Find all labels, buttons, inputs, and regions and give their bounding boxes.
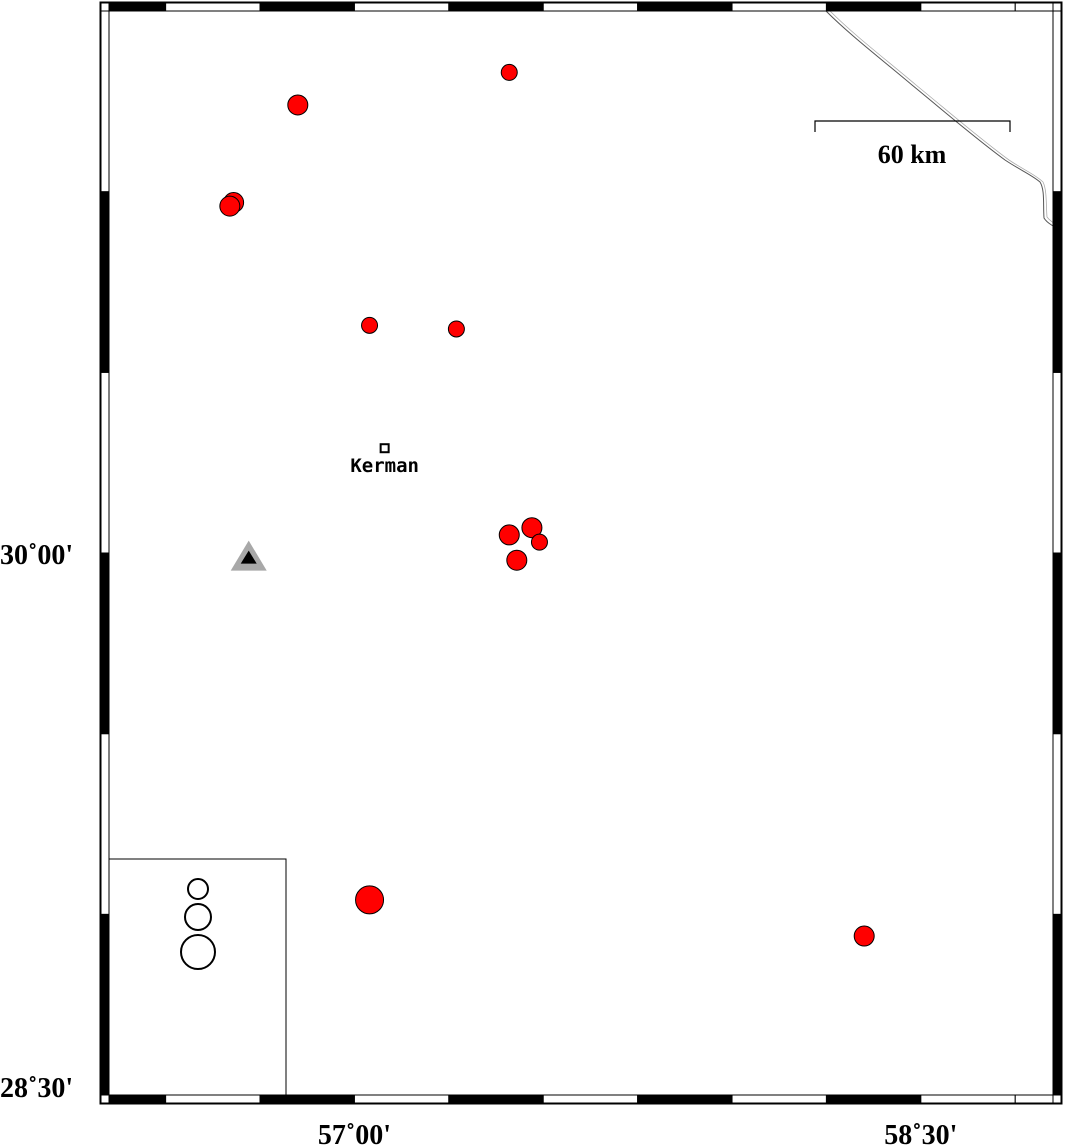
axis-tick-labels: 57˚00' 58˚30' 30˚00' 28˚30' bbox=[0, 540, 957, 1145]
frame-segment-top bbox=[542, 2, 639, 12]
city-marker-icon bbox=[379, 443, 390, 454]
earthquake-event bbox=[530, 533, 548, 551]
legend-circles bbox=[180, 878, 216, 970]
frame-segment-top bbox=[108, 2, 167, 12]
legend-circle-medium bbox=[184, 903, 212, 931]
scale-bar: 60 km bbox=[814, 120, 1011, 169]
frame-segment-left bbox=[100, 733, 110, 915]
frame-segment-bottom bbox=[920, 1094, 1016, 1104]
earthquake-event bbox=[361, 316, 379, 334]
earthquake-event bbox=[521, 517, 543, 539]
frame-segment-bottom bbox=[637, 1094, 733, 1104]
earthquake-event bbox=[506, 549, 528, 571]
frame-segment-right bbox=[1052, 191, 1062, 373]
frame-corner bbox=[100, 2, 110, 12]
legend-circle-small bbox=[187, 878, 209, 900]
frame-segment-top bbox=[825, 2, 922, 12]
magnitude-legend bbox=[108, 858, 287, 1096]
earthquake-event bbox=[853, 925, 875, 947]
frame-segment-bottom bbox=[353, 1094, 450, 1104]
earthquake-events bbox=[219, 63, 875, 947]
frame-segment-right bbox=[1052, 552, 1062, 735]
frame-segment-bottom bbox=[165, 1094, 261, 1104]
seismic-station-icon bbox=[230, 540, 267, 571]
y-tick-label-30: 30˚00' bbox=[0, 540, 73, 571]
frame-corner bbox=[1052, 2, 1062, 12]
frame-corner bbox=[1052, 1094, 1062, 1104]
frame-segment-top bbox=[259, 2, 355, 12]
frame-segment-bottom bbox=[825, 1094, 922, 1104]
x-tick-label-57: 57˚00' bbox=[318, 1120, 391, 1145]
y-tick-label-28-30: 28˚30' bbox=[0, 1073, 73, 1104]
frame-corner bbox=[100, 1094, 110, 1104]
frame-segment-right bbox=[1052, 913, 1062, 1096]
frame-segment-right bbox=[1052, 733, 1062, 915]
frame-segment-top bbox=[920, 2, 1016, 12]
earthquake-event bbox=[447, 320, 465, 338]
frame-inner-border bbox=[108, 10, 1054, 1096]
frame-segment-bottom bbox=[1014, 1094, 1054, 1104]
frame-segment-left bbox=[100, 913, 110, 1096]
scale-bar-line bbox=[814, 120, 1011, 132]
earthquake-event bbox=[498, 524, 520, 546]
earthquake-event bbox=[355, 885, 385, 915]
legend-circle-large bbox=[180, 934, 216, 970]
frame-segment-left bbox=[100, 191, 110, 373]
frame-outer-border bbox=[99, 1, 1063, 1105]
frame-segment-left bbox=[100, 10, 110, 193]
city-label: Kerman bbox=[350, 455, 419, 477]
frame-segment-bottom bbox=[108, 1094, 167, 1104]
frame-segment-bottom bbox=[259, 1094, 355, 1104]
frame-segment-bottom bbox=[731, 1094, 827, 1104]
earthquake-event bbox=[500, 63, 518, 81]
frame-segment-top bbox=[731, 2, 827, 12]
frame-segment-left bbox=[100, 552, 110, 735]
frame-segment-top bbox=[1014, 2, 1054, 12]
frame-segment-top bbox=[448, 2, 544, 12]
frame-segment-bottom bbox=[542, 1094, 639, 1104]
x-tick-label-58-30: 58˚30' bbox=[884, 1120, 957, 1145]
frame-segment-right bbox=[1052, 371, 1062, 554]
earthquake-event bbox=[287, 94, 309, 116]
coastline bbox=[825, 10, 1054, 227]
frame-segment-top bbox=[165, 2, 261, 12]
frame-segment-top bbox=[353, 2, 450, 12]
frame-segment-left bbox=[100, 371, 110, 554]
station-inner-triangle bbox=[240, 550, 257, 564]
frame-segment-right bbox=[1052, 10, 1062, 193]
earthquake-event bbox=[219, 195, 241, 217]
frame-segment-top bbox=[637, 2, 733, 12]
frame-segment-bottom bbox=[448, 1094, 544, 1104]
city-kerman: Kerman bbox=[350, 443, 419, 477]
scale-bar-label: 60 km bbox=[878, 140, 947, 169]
